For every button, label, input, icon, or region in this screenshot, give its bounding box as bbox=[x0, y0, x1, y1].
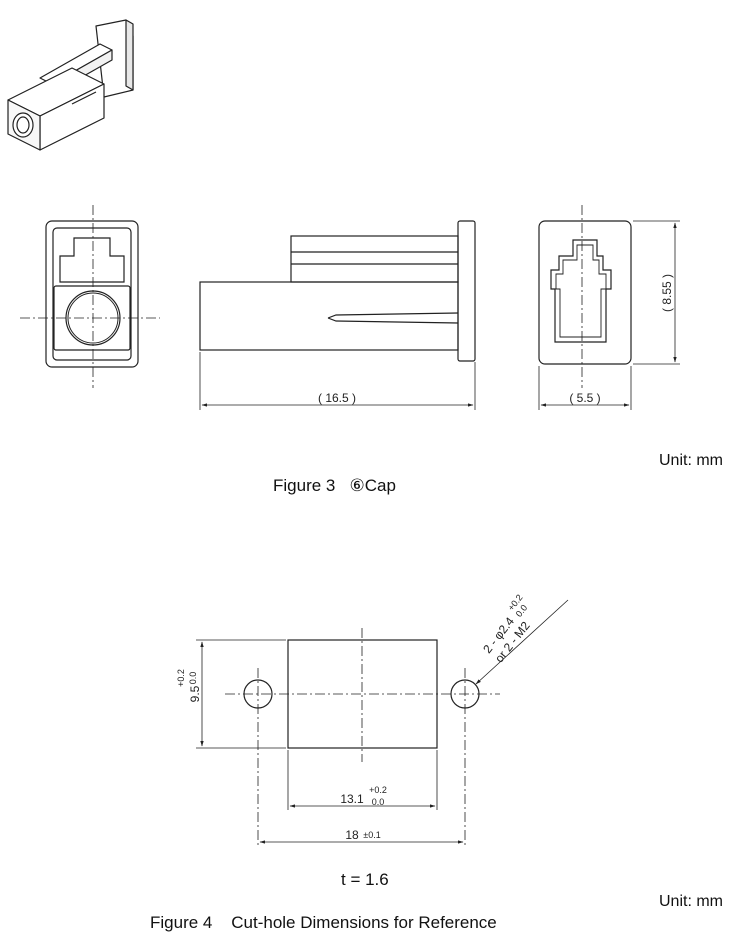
cut-hole-drawing bbox=[196, 599, 569, 845]
hole-callout: 2 - φ2.4 +0.2 0.0 or 2 - M2 bbox=[480, 592, 533, 665]
width-tol-zero: 0.0 bbox=[372, 797, 385, 807]
height-tol-zero: 0.0 bbox=[188, 672, 198, 685]
dim-length-label: ( 16.5 ) bbox=[318, 391, 356, 405]
figure4-unit: Unit: mm bbox=[659, 893, 723, 910]
height-tol-plus: +0.2 bbox=[176, 669, 186, 687]
cap-side-view bbox=[199, 220, 476, 410]
pitch-tolerance: ±0.1 bbox=[363, 830, 380, 840]
dim-height-label: ( 8.55 ) bbox=[660, 274, 674, 312]
dim-width-label: ( 5.5 ) bbox=[569, 391, 600, 405]
figure3-caption: Figure 3 ⑥Cap bbox=[273, 476, 396, 495]
cap-front-view bbox=[20, 205, 160, 388]
pitch-value: 18 bbox=[345, 828, 359, 842]
height-value: 9.5 bbox=[188, 685, 202, 702]
width-value: 13.1 bbox=[340, 792, 364, 806]
figure3-unit: Unit: mm bbox=[659, 452, 723, 469]
figure4-caption: Figure 4 Cut-hole Dimensions for Referen… bbox=[150, 913, 497, 932]
thickness-label: t = 1.6 bbox=[341, 870, 389, 889]
width-tol-plus: +0.2 bbox=[369, 785, 387, 795]
cap-rear-view bbox=[538, 205, 680, 410]
cap-isometric-view bbox=[7, 19, 134, 151]
